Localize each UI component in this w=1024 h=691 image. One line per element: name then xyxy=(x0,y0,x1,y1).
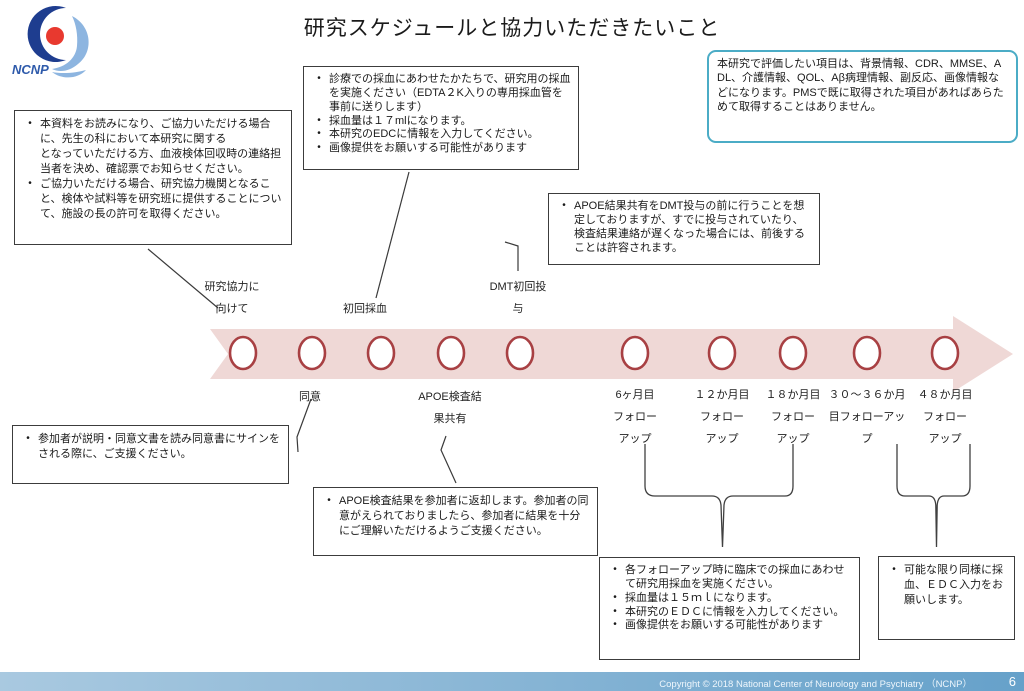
page-title: 研究スケジュールと協力いただきたいこと xyxy=(303,17,721,40)
bullet: • xyxy=(26,433,30,444)
timeline-label-followup-48m: ４８か月目フォローアップ xyxy=(917,389,973,445)
timeline-label-followup-30-36m: ３０～３６か月目フォローアップ xyxy=(828,389,906,445)
list-item: •参加者が説明・同意文書を読み同意書にサインをされる際に、ご支援ください。 xyxy=(18,432,281,462)
page-number: 6 xyxy=(1008,674,1016,689)
logo-lightblue-tail xyxy=(52,70,86,78)
list-item: •本資料をお読みになり、ご協力いただける場合に、先生の科において本研究に関する … xyxy=(20,117,284,177)
milestone-circle xyxy=(366,335,396,371)
list-item: •画像提供をお願いする可能性があります xyxy=(605,619,852,633)
note-apoe-timing-box: •APOE結果共有をDMT投与の前に行うことを想定しておりますが、すでに投与され… xyxy=(548,193,820,265)
bullet: • xyxy=(317,128,321,140)
timeline-label-followup-6m: 6ヶ月目フォローアップ xyxy=(613,389,657,445)
note-apoe-timing-list: •APOE結果共有をDMT投与の前に行うことを想定しておりますが、すでに投与され… xyxy=(554,200,812,255)
logo-navy-swirl xyxy=(27,6,66,63)
milestone-circle xyxy=(620,335,650,371)
note-followup-blood-list: •各フォローアップ時に臨床での採血にあわせて研究用採血を実施ください。 •採血量… xyxy=(605,564,852,633)
timeline-label-consent: 同意 xyxy=(299,391,321,403)
bullet: • xyxy=(613,619,617,631)
evaluation-items-text: 本研究で評価したい項目は、背景情報、CDR、MMSE、ADL、介護情報、QOL、… xyxy=(717,58,1004,113)
list-item: •ご協力いただける場合、研究協力機関となること、検体や試料等を研究班に提供するこ… xyxy=(20,177,284,222)
timeline-milestones xyxy=(228,335,960,371)
milestone-circle xyxy=(436,335,466,371)
timeline-label-apoe-share: APOE検査結果共有 xyxy=(418,391,482,425)
note-preparation-list: •本資料をお読みになり、ご協力いただける場合に、先生の科において本研究に関する … xyxy=(20,117,284,222)
timeline-label-first-blood: 初回採血 xyxy=(343,303,387,315)
milestone-circle xyxy=(778,335,808,371)
list-item: •本研究のＥＤＣに情報を入力してください。 xyxy=(605,606,852,620)
list-item: •診療での採血にあわせたかたちで、研究用の採血を実施ください（EDTA２K入りの… xyxy=(309,73,571,115)
footer-bar: Copyright © 2018 National Center of Neur… xyxy=(0,672,1024,691)
list-item: •採血量は１５ｍｌになります。 xyxy=(605,592,852,606)
bullet: • xyxy=(317,142,321,154)
logo-red-dot xyxy=(46,27,64,45)
list-item: •採血量は１７mlになります。 xyxy=(309,115,571,129)
note-consent-support-list: •参加者が説明・同意文書を読み同意書にサインをされる際に、ご支援ください。 xyxy=(18,432,281,462)
note-preparation-box: •本資料をお読みになり、ご協力いただける場合に、先生の科において本研究に関する … xyxy=(14,110,292,245)
brace-followup-6-18 xyxy=(644,444,794,548)
leader-apoeshare-to-box xyxy=(440,435,457,484)
note-consent-support-box: •参加者が説明・同意文書を読み同意書にサインをされる際に、ご支援ください。 xyxy=(12,425,289,484)
bullet: • xyxy=(562,200,566,211)
bullet: • xyxy=(317,114,321,126)
note-apoe-return-box: •APOE検査結果を参加者に返却します。参加者の同意がえられておりましたら、参加… xyxy=(313,487,598,556)
list-item: •可能な限り同様に採血、ＥＤＣ入力をお願いします。 xyxy=(884,563,1007,608)
bullet: • xyxy=(28,118,32,129)
bullet: • xyxy=(327,495,331,506)
note-first-blood-list: •診療での採血にあわせたかたちで、研究用の採血を実施ください（EDTA２K入りの… xyxy=(309,73,571,156)
copyright-text: Copyright © 2018 National Center of Neur… xyxy=(659,679,972,690)
timeline-label-dmt-first-dose: DMT初回投与 xyxy=(489,281,547,315)
milestone-circle xyxy=(852,335,882,371)
ncnp-logo-icon: NCNP xyxy=(12,6,89,78)
list-item: •画像提供をお願いする可能性があります xyxy=(309,142,571,156)
timeline-label-followup-18m: １８か月目フォローアップ xyxy=(765,389,821,445)
milestone-circle xyxy=(505,335,535,371)
list-item: •本研究のEDCに情報を入力してください。 xyxy=(309,128,571,142)
note-apoe-return-list: •APOE検査結果を参加者に返却します。参加者の同意がえられておりましたら、参加… xyxy=(319,494,590,539)
bullet: • xyxy=(613,564,617,575)
timeline-arrow xyxy=(210,316,1013,392)
milestone-circle xyxy=(930,335,960,371)
list-item: •APOE結果共有をDMT投与の前に行うことを想定しておりますが、すでに投与され… xyxy=(554,200,812,255)
timeline-label-preparation: 研究協力に向けて xyxy=(204,281,260,315)
leader-firstblood-to-label xyxy=(375,171,410,299)
milestone-circle xyxy=(228,335,258,371)
logo-lightblue-swirl xyxy=(52,16,89,72)
list-item: •APOE検査結果を参加者に返却します。参加者の同意がえられておりましたら、参加… xyxy=(319,494,590,539)
bullet: • xyxy=(317,73,321,84)
leader-dmt-to-box xyxy=(504,241,519,271)
note-evaluation-items-box: 本研究で評価したい項目は、背景情報、CDR、MMSE、ADL、介護情報、QOL、… xyxy=(707,50,1018,143)
logo-text: NCNP xyxy=(12,62,49,77)
bullet: • xyxy=(613,605,617,617)
note-same-request-box: •可能な限り同様に採血、ＥＤＣ入力をお願いします。 xyxy=(878,556,1015,640)
note-same-request-list: •可能な限り同様に採血、ＥＤＣ入力をお願いします。 xyxy=(884,563,1007,608)
timeline-label-followup-12m: １２か月目フォローアップ xyxy=(694,389,750,445)
bullet: • xyxy=(613,591,617,603)
note-followup-blood-box: •各フォローアップ時に臨床での採血にあわせて研究用採血を実施ください。 •採血量… xyxy=(599,557,860,660)
brace-followup-30-48 xyxy=(896,444,971,548)
note-first-blood-box: •診療での採血にあわせたかたちで、研究用の採血を実施ください（EDTA２K入りの… xyxy=(303,66,579,170)
bullet: • xyxy=(892,564,896,575)
bullet: • xyxy=(28,177,32,189)
milestone-circle xyxy=(297,335,327,371)
milestone-circle xyxy=(707,335,737,371)
list-item: •各フォローアップ時に臨床での採血にあわせて研究用採血を実施ください。 xyxy=(605,564,852,592)
